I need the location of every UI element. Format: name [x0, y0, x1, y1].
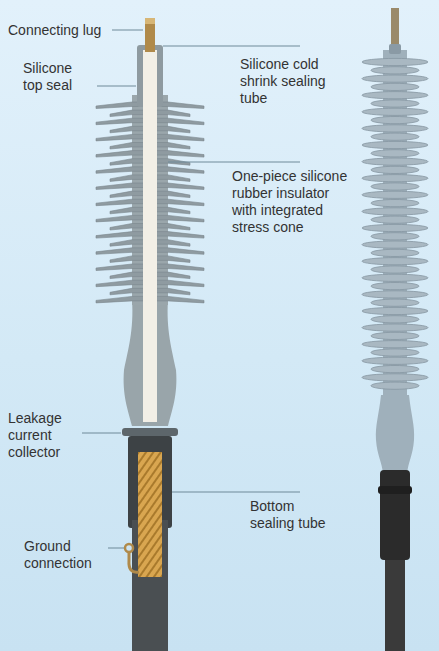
part-label: Silicone top seal — [23, 60, 95, 94]
shed — [371, 67, 419, 74]
stress-cone — [376, 395, 414, 474]
shed — [362, 75, 428, 82]
shed — [371, 299, 419, 306]
shed — [362, 92, 428, 99]
shed — [362, 258, 428, 265]
part-label: Ground connection — [24, 538, 108, 572]
connecting-lug — [145, 18, 155, 52]
shed — [362, 324, 428, 331]
shed — [371, 166, 419, 173]
shed — [362, 291, 428, 298]
leader-line — [97, 86, 136, 87]
shed — [362, 307, 428, 314]
ground-lug — [125, 544, 133, 552]
shed — [362, 158, 428, 165]
shed — [371, 249, 419, 256]
shed — [371, 83, 419, 90]
shed — [371, 117, 419, 124]
shed — [371, 100, 419, 107]
shed — [371, 183, 419, 190]
cable — [385, 555, 405, 651]
leakage-collector — [122, 428, 178, 436]
shed — [362, 125, 428, 132]
sheds — [362, 58, 428, 389]
cut-section — [143, 50, 157, 422]
shed — [371, 200, 419, 207]
leader-line — [112, 30, 143, 31]
shed — [371, 316, 419, 323]
cutaway-view — [96, 18, 204, 651]
shed — [371, 216, 419, 223]
shed — [371, 332, 419, 339]
shed — [371, 382, 419, 389]
shed — [362, 274, 428, 281]
exterior-view — [362, 8, 428, 651]
shed — [362, 141, 428, 148]
shed — [362, 241, 428, 248]
lug-seal — [389, 44, 401, 54]
part-label: One-piece silicone rubber insulator with… — [232, 168, 350, 236]
shed — [362, 108, 428, 115]
leader-lines — [82, 30, 300, 548]
shed — [362, 175, 428, 182]
shed — [362, 224, 428, 231]
shed — [371, 349, 419, 356]
lug-top — [145, 18, 155, 24]
part-label: Bottom sealing tube — [250, 498, 340, 532]
copper-braid — [138, 452, 162, 577]
shed — [362, 208, 428, 215]
leader-line — [168, 162, 300, 163]
shed — [371, 133, 419, 140]
shed — [371, 150, 419, 157]
shed — [371, 233, 419, 240]
shed — [362, 357, 428, 364]
leader-line — [163, 46, 300, 47]
leader-line — [82, 433, 121, 434]
shed — [362, 341, 428, 348]
shed — [371, 266, 419, 273]
shed — [362, 191, 428, 198]
shed — [362, 374, 428, 381]
part-label: Leakage current collector — [8, 410, 80, 461]
bottom-sealing-tube — [380, 470, 410, 560]
shed — [371, 366, 419, 373]
ground-lead — [129, 552, 139, 572]
shed — [371, 283, 419, 290]
part-label: Connecting lug — [8, 22, 110, 39]
leader-line — [108, 548, 124, 549]
tube-ring — [378, 486, 412, 494]
leader-line — [172, 492, 300, 493]
part-label: Silicone cold shrink sealing tube — [240, 56, 352, 107]
shed — [362, 58, 428, 65]
